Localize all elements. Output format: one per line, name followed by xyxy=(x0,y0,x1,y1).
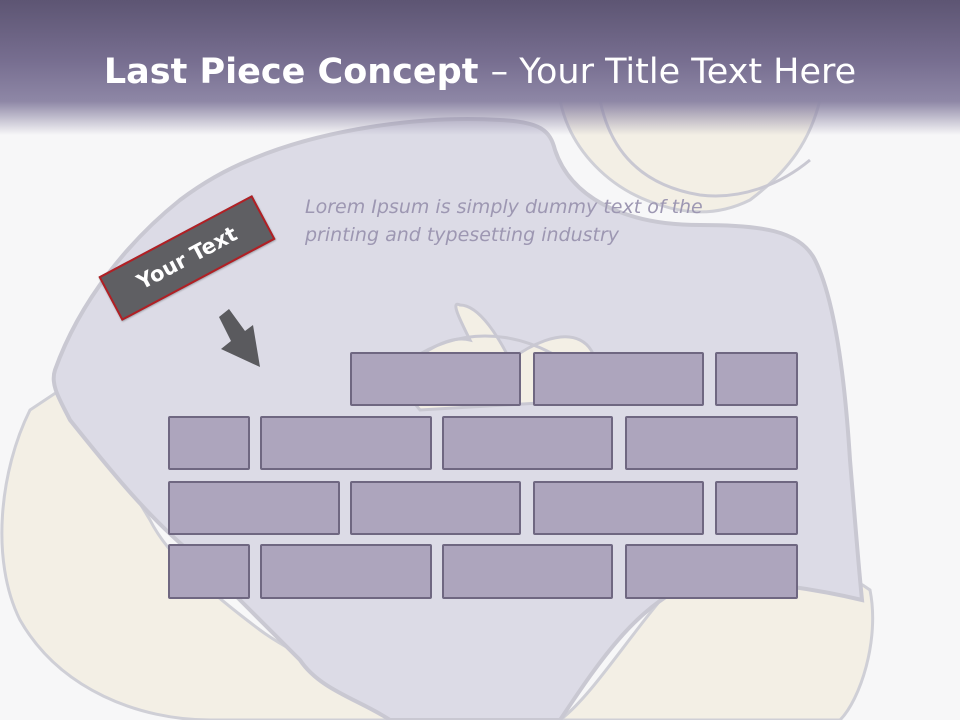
title-band xyxy=(0,0,960,135)
brick xyxy=(625,544,798,599)
brick xyxy=(260,416,432,470)
brick xyxy=(715,352,798,406)
brick xyxy=(168,416,250,470)
title-rest-part: – Your Title Text Here xyxy=(490,52,857,92)
brick xyxy=(350,481,521,535)
brick xyxy=(260,544,432,599)
body-text-line-2: printing and typesetting industry xyxy=(305,224,620,246)
brick xyxy=(168,544,250,599)
brick xyxy=(533,352,704,406)
brick xyxy=(625,416,798,470)
body-text-line-1: Lorem Ipsum is simply dummy text of the xyxy=(305,196,703,218)
brick xyxy=(533,481,704,535)
slide-title: Last Piece Concept – Your Title Text Her… xyxy=(0,52,960,92)
title-bold-part: Last Piece Concept xyxy=(103,52,491,92)
down-right-arrow-icon xyxy=(219,309,260,367)
brick xyxy=(715,481,798,535)
body-text: Lorem Ipsum is simply dummy text of the … xyxy=(305,193,725,249)
brick xyxy=(442,544,613,599)
brick xyxy=(442,416,613,470)
brick xyxy=(168,481,340,535)
brick xyxy=(350,352,521,406)
